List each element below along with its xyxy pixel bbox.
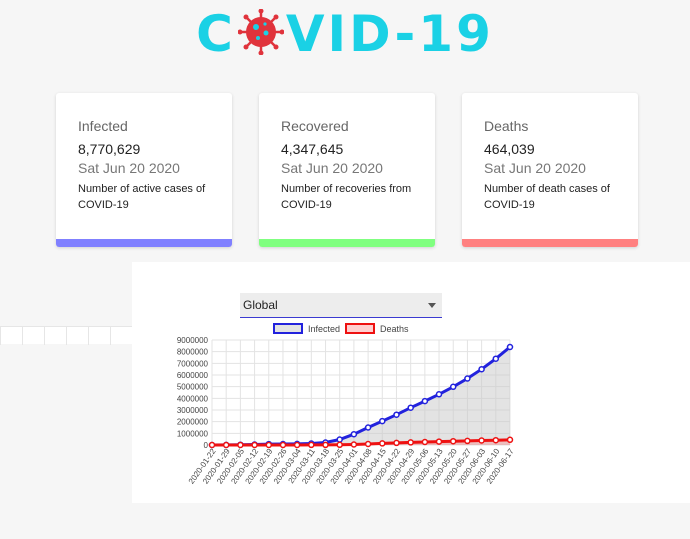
card-description: Number of recoveries from COVID-19 xyxy=(281,183,412,211)
data-point xyxy=(464,375,471,382)
series-area xyxy=(212,439,510,445)
series-area xyxy=(212,347,510,445)
data-point xyxy=(265,441,273,449)
card-color-bar xyxy=(259,239,435,247)
data-point xyxy=(492,436,500,444)
recovered-card: Recovered 4,347,645 Sat Jun 20 2020 Numb… xyxy=(259,93,435,247)
virus-icon xyxy=(237,9,284,55)
card-value: 4,347,645 xyxy=(281,141,344,157)
y-tick-label: 1000000 xyxy=(177,429,209,438)
chevron-down-icon[interactable] xyxy=(428,303,436,308)
data-point xyxy=(407,439,414,446)
card-title: Infected xyxy=(78,118,128,134)
card-title: Deaths xyxy=(484,118,529,134)
y-tick-label: 6000000 xyxy=(177,371,209,380)
y-tick-label: 0 xyxy=(204,441,209,450)
data-point xyxy=(393,411,400,418)
data-point xyxy=(350,430,358,438)
data-point xyxy=(251,441,258,449)
deaths-card: Deaths 464,039 Sat Jun 20 2020 Number of… xyxy=(462,93,638,247)
legend-swatch xyxy=(345,323,375,334)
data-point xyxy=(393,439,400,447)
data-point xyxy=(308,441,315,449)
data-point xyxy=(421,438,429,446)
data-point xyxy=(293,441,301,449)
legend-label: Deaths xyxy=(380,324,409,334)
region-select[interactable]: Global xyxy=(240,293,442,318)
data-point xyxy=(237,441,244,449)
y-tick-label: 8000000 xyxy=(177,348,209,357)
data-point xyxy=(506,343,514,351)
region-select-value: Global xyxy=(243,298,278,312)
data-point xyxy=(379,440,386,447)
card-color-bar xyxy=(56,239,232,247)
data-point xyxy=(435,391,443,398)
data-point xyxy=(279,441,287,449)
data-point xyxy=(421,397,429,405)
cases-line-chart: 0 1000000 2000000 3000000 4000000 5000000 6000… xyxy=(177,323,516,486)
data-point xyxy=(208,441,216,449)
data-point xyxy=(492,355,500,362)
card-date: Sat Jun 20 2020 xyxy=(78,160,180,176)
y-tick-label: 5000000 xyxy=(177,383,209,392)
data-point xyxy=(322,441,329,449)
series-line xyxy=(212,438,511,447)
y-tick-label: 7000000 xyxy=(177,359,209,368)
card-title: Recovered xyxy=(281,118,349,134)
card-value: 464,039 xyxy=(484,141,535,157)
data-point xyxy=(407,404,414,411)
data-point xyxy=(478,437,485,444)
title-prefix: C xyxy=(196,5,236,63)
data-point xyxy=(449,383,457,391)
y-tick-label: 3000000 xyxy=(177,406,209,415)
data-point xyxy=(379,417,386,425)
data-point xyxy=(336,441,343,449)
data-point xyxy=(350,441,358,448)
data-point xyxy=(449,437,457,445)
y-tick-label: 2000000 xyxy=(177,418,209,427)
data-point xyxy=(222,441,230,449)
data-point xyxy=(478,365,485,373)
background-grid-fragment xyxy=(0,326,132,345)
y-tick-label: 4000000 xyxy=(177,394,209,403)
data-point xyxy=(464,437,471,445)
app-title: C VID-19 xyxy=(0,4,690,64)
card-date: Sat Jun 20 2020 xyxy=(281,160,383,176)
data-point xyxy=(364,424,372,431)
title-suffix: VID-19 xyxy=(285,5,494,63)
card-date: Sat Jun 20 2020 xyxy=(484,160,586,176)
card-color-bar xyxy=(462,239,638,247)
y-tick-label: 9000000 xyxy=(177,336,209,345)
data-point xyxy=(435,438,443,445)
card-value: 8,770,629 xyxy=(78,141,141,157)
data-point xyxy=(506,436,514,444)
legend-label: Infected xyxy=(308,324,340,334)
legend-swatch xyxy=(273,323,303,334)
card-description: Number of active cases of COVID-19 xyxy=(78,183,206,211)
data-point xyxy=(364,440,372,448)
data-point xyxy=(336,436,343,443)
infected-card: Infected 8,770,629 Sat Jun 20 2020 Numbe… xyxy=(56,93,232,247)
card-description: Number of death cases of COVID-19 xyxy=(484,183,610,211)
